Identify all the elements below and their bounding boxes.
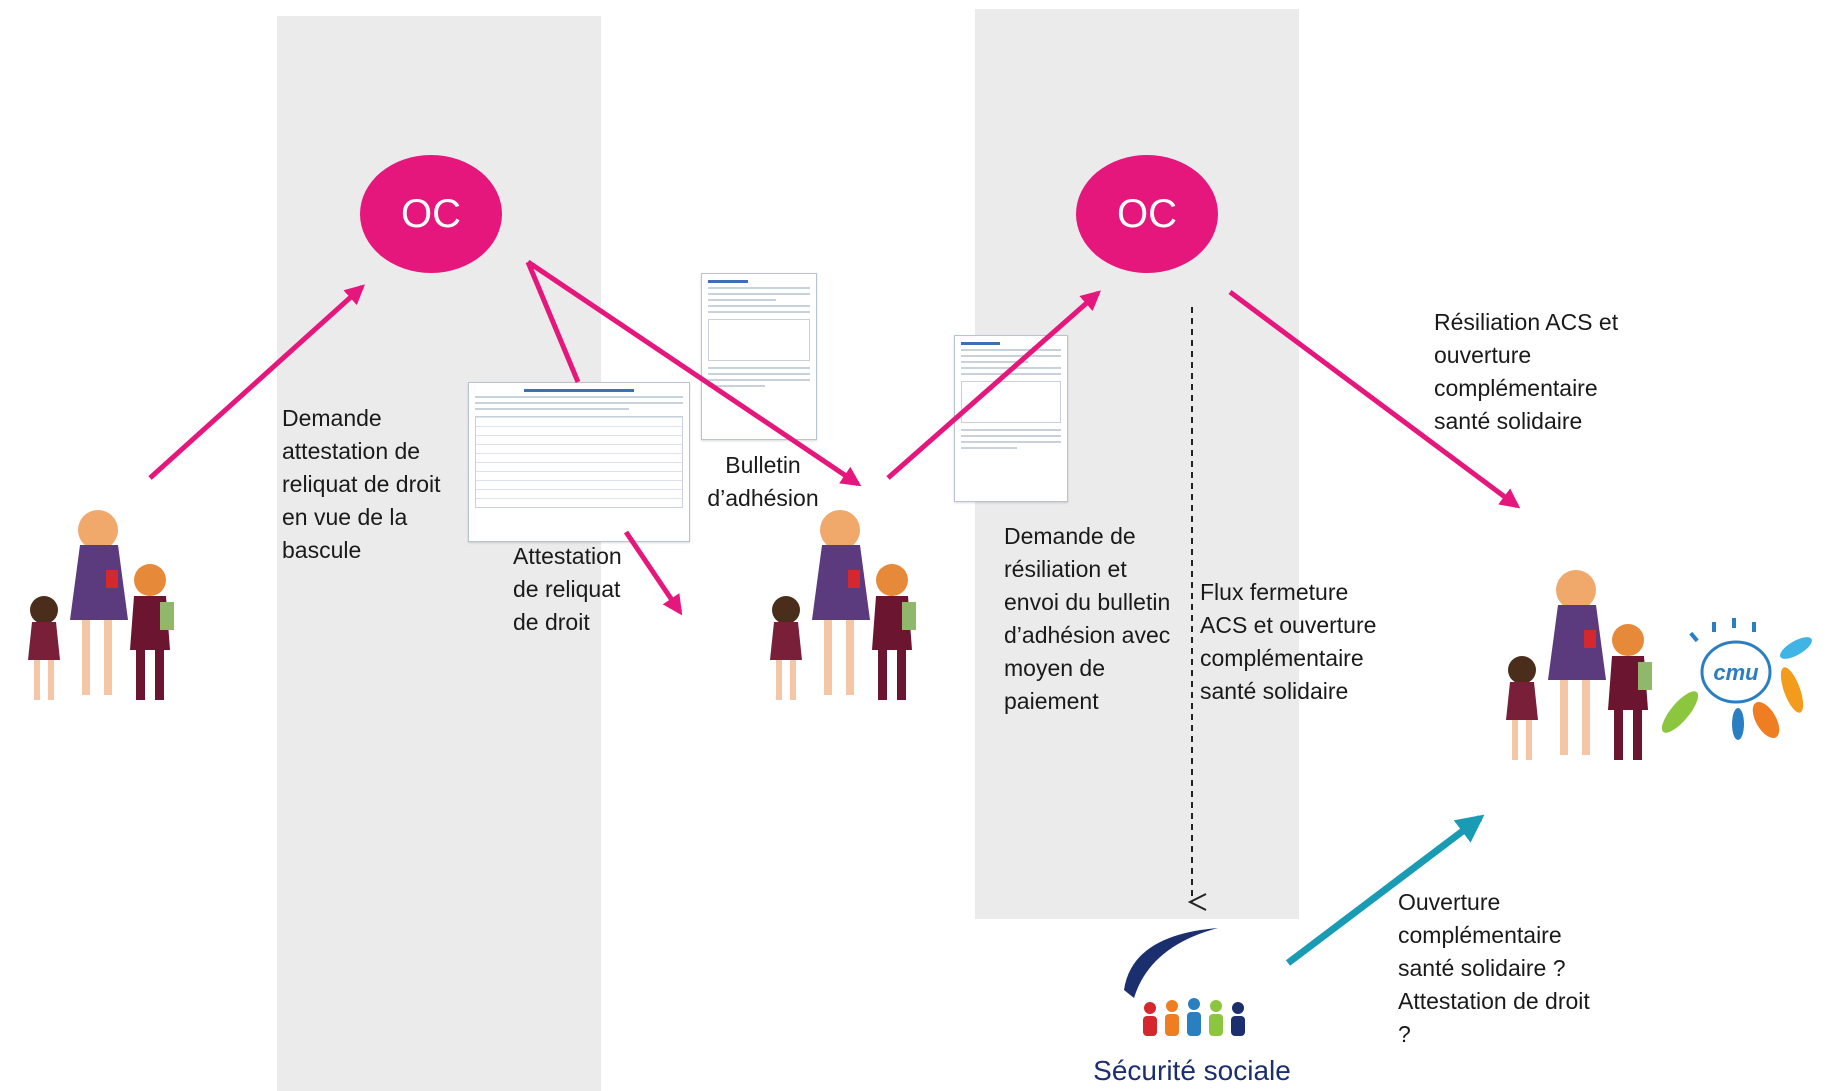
arrow-family-to-oc-left [148,284,365,480]
oc-node-left: OC [360,155,502,273]
oc-node-left-label: OC [401,191,461,236]
cmu-logo-text: cmu [1713,660,1759,685]
securite-sociale-people-icon [1143,998,1245,1036]
label-attestation-reliquat: Attestation de reliquat de droit [513,543,622,635]
label-bulletin-adhesion: Bulletin d’adhésion [707,452,819,511]
bulletin-adhesion-document-image-2 [954,335,1068,502]
family-illustration-center [770,510,916,700]
family-illustration-left [28,510,174,700]
oc-node-right-label: OC [1117,191,1177,236]
arrow-family-center-to-oc-right [886,290,1102,480]
arrow-attestation-to-family-center [623,530,683,616]
family-illustration-right [1506,570,1652,760]
label-ouverture-question: Ouverture complémentaire santé solidaire… [1398,889,1590,1047]
arrow-oc-to-attestation [525,261,581,383]
arrow-oc-right-to-family-right [1228,289,1521,509]
securite-sociale-logo: Sécurité sociale [1062,922,1291,1091]
oc-node-right: OC [1076,155,1218,273]
arrow-securite-sociale-to-family-right [1285,814,1485,966]
attestation-document-image [468,382,690,542]
label-demande-resiliation: Demande de résiliation et envoi du bulle… [1004,523,1171,714]
securite-sociale-logo-text: Sécurité sociale [1093,1055,1291,1086]
cmu-logo: cmu [1661,618,1812,740]
label-resiliation-acs: Résiliation ACS et ouverture complémenta… [1434,309,1619,434]
label-demande-attestation: Demande attestation de reliquat de droit… [282,405,441,563]
bulletin-adhesion-document-image-1 [701,273,817,440]
label-flux-fermeture: Flux fermeture ACS et ouverture compléme… [1200,579,1377,704]
arrow-oc-to-family-center [526,259,862,487]
